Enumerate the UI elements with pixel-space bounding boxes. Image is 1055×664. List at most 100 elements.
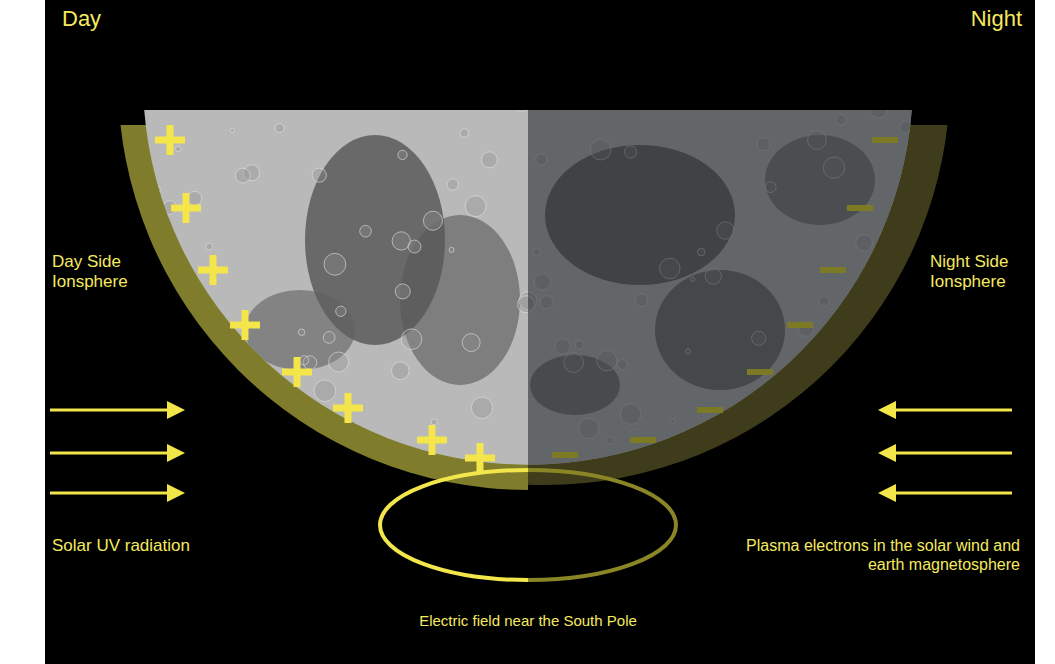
crater: [431, 419, 437, 425]
crater: [329, 352, 349, 372]
arrow-shaft: [50, 492, 171, 495]
crater: [323, 332, 335, 344]
crater: [175, 146, 180, 151]
crater: [314, 380, 336, 402]
crater: [324, 253, 346, 275]
crater: [259, 427, 272, 440]
radiation-arrow: [50, 444, 185, 462]
crater: [449, 247, 454, 252]
plus-sign: [282, 357, 312, 387]
plus-bar: [183, 193, 190, 223]
arrow-head: [167, 484, 185, 502]
minus-sign: [847, 205, 873, 211]
arrow-head: [878, 401, 896, 419]
field-loop-night: [528, 470, 676, 580]
minus-sign: [552, 452, 578, 458]
crater: [376, 444, 398, 466]
crater: [462, 334, 480, 352]
radiation-arrow: [878, 484, 1012, 502]
minus-sign: [820, 267, 846, 273]
crater: [812, 411, 832, 431]
background: [45, 0, 1035, 664]
crater: [423, 211, 442, 230]
crater: [401, 329, 422, 350]
plus-sign: [417, 425, 447, 455]
side-title: Day: [62, 6, 182, 32]
crater: [398, 150, 407, 159]
plus-sign: [171, 193, 201, 223]
crater: [512, 91, 532, 111]
crater: [387, 99, 391, 103]
source-label: Solar UV radiation: [52, 536, 292, 556]
layer-label: Night Side Ionsphere: [930, 252, 1030, 293]
radiation-arrow: [878, 444, 1012, 462]
minus-sign: [747, 369, 773, 375]
field-label: Electric field near the South Pole: [328, 612, 728, 630]
plus-sign: [465, 443, 495, 473]
crater: [235, 168, 250, 183]
arrow-shaft: [50, 452, 171, 455]
crater: [447, 179, 458, 190]
crater: [835, 370, 844, 379]
plus-bar: [429, 425, 436, 455]
crater: [321, 420, 333, 432]
plus-sign: [333, 393, 363, 423]
crater: [482, 152, 498, 168]
arrow-head: [167, 444, 185, 462]
minus-sign: [630, 437, 656, 443]
crater: [206, 243, 213, 250]
night-shade: [528, 90, 958, 490]
crater: [810, 399, 832, 421]
crater: [395, 284, 410, 299]
crater: [865, 270, 872, 277]
arrow-shaft: [50, 409, 171, 412]
crater: [275, 124, 284, 133]
minus-sign: [872, 137, 898, 143]
arrow-head: [878, 484, 896, 502]
minus-sign: [787, 322, 813, 328]
crater: [336, 306, 346, 316]
crater: [298, 329, 304, 335]
crater: [198, 369, 217, 388]
plus-bar: [210, 255, 217, 285]
radiation-arrow: [50, 484, 185, 502]
plus-bar: [167, 125, 174, 155]
arrow-head: [878, 444, 896, 462]
crater: [188, 191, 202, 205]
plus-bar: [345, 393, 352, 423]
crater: [465, 196, 486, 217]
crater: [843, 371, 861, 389]
plus-sign: [155, 125, 185, 155]
source-label: Plasma electrons in the solar wind and e…: [735, 536, 1020, 574]
radiation-arrow: [878, 401, 1012, 419]
crater: [181, 369, 198, 386]
moon-surface: [100, 90, 960, 490]
arrow-shaft: [892, 492, 1012, 495]
crater: [230, 128, 234, 132]
crater: [231, 428, 237, 434]
crater: [408, 240, 421, 253]
arrow-shaft: [892, 452, 1012, 455]
moon: [100, 90, 960, 490]
radiation-arrow: [50, 401, 185, 419]
crater: [869, 370, 881, 382]
plus-sign: [198, 255, 228, 285]
arrow-shaft: [892, 409, 1012, 412]
plus-bar: [242, 310, 249, 340]
arrows: [50, 401, 1012, 502]
crater: [844, 340, 860, 356]
crater: [327, 413, 335, 421]
crater: [460, 129, 468, 137]
crater: [155, 187, 160, 192]
field-loop-day: [380, 470, 528, 580]
crater: [391, 362, 409, 380]
plus-bar: [477, 443, 484, 473]
mare: [400, 215, 520, 385]
crater: [145, 427, 154, 436]
crater: [312, 168, 326, 182]
crater: [147, 318, 155, 326]
crater: [838, 419, 854, 435]
crater: [471, 397, 492, 418]
crater: [299, 356, 308, 365]
